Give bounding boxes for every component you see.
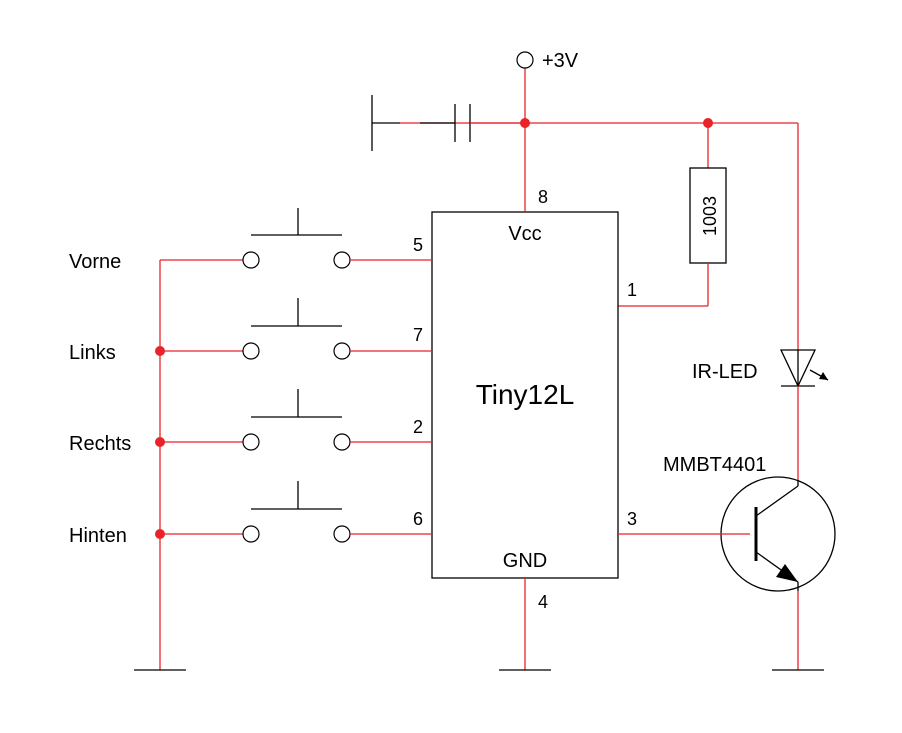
pin-3: 3 <box>627 509 637 529</box>
chip-name: Tiny12L <box>476 379 575 410</box>
pin-7: 7 <box>413 325 423 345</box>
capacitor <box>371 95 525 151</box>
chip-tiny12l: Tiny12L Vcc GND 8 4 5 7 2 6 1 3 <box>413 187 637 612</box>
transistor-label: MMBT4401 <box>663 454 766 476</box>
button-label-rechts: Rechts <box>69 433 131 455</box>
button-vorne: Vorne <box>69 208 432 273</box>
button-group: Vorne Links Rechts <box>69 208 432 671</box>
pin-8: 8 <box>538 187 548 207</box>
ir-led: IR-LED <box>692 349 829 480</box>
button-rechts: Rechts <box>69 389 432 455</box>
button-links: Links <box>69 298 432 364</box>
button-label-hinten: Hinten <box>69 525 127 547</box>
pin-5: 5 <box>413 235 423 255</box>
supply-rail <box>400 68 799 350</box>
button-hinten: Hinten <box>69 481 432 547</box>
chip-gnd-label: GND <box>503 550 547 572</box>
supply-terminal: +3V <box>516 50 579 72</box>
junction-supply <box>520 118 530 128</box>
pin-4: 4 <box>538 592 548 612</box>
pin-1: 1 <box>627 280 637 300</box>
button-label-links: Links <box>69 342 116 364</box>
button-label-vorne: Vorne <box>69 251 121 273</box>
resistor-value: 1003 <box>700 196 720 236</box>
pin-6: 6 <box>413 509 423 529</box>
chip-vcc-label: Vcc <box>508 223 541 245</box>
chip-ground <box>499 578 551 671</box>
ir-led-label: IR-LED <box>692 361 758 383</box>
resistor: 1003 <box>618 123 727 307</box>
transistor-mmbt4401: MMBT4401 <box>618 454 836 671</box>
pin-2: 2 <box>413 417 423 437</box>
supply-label: +3V <box>542 50 579 72</box>
